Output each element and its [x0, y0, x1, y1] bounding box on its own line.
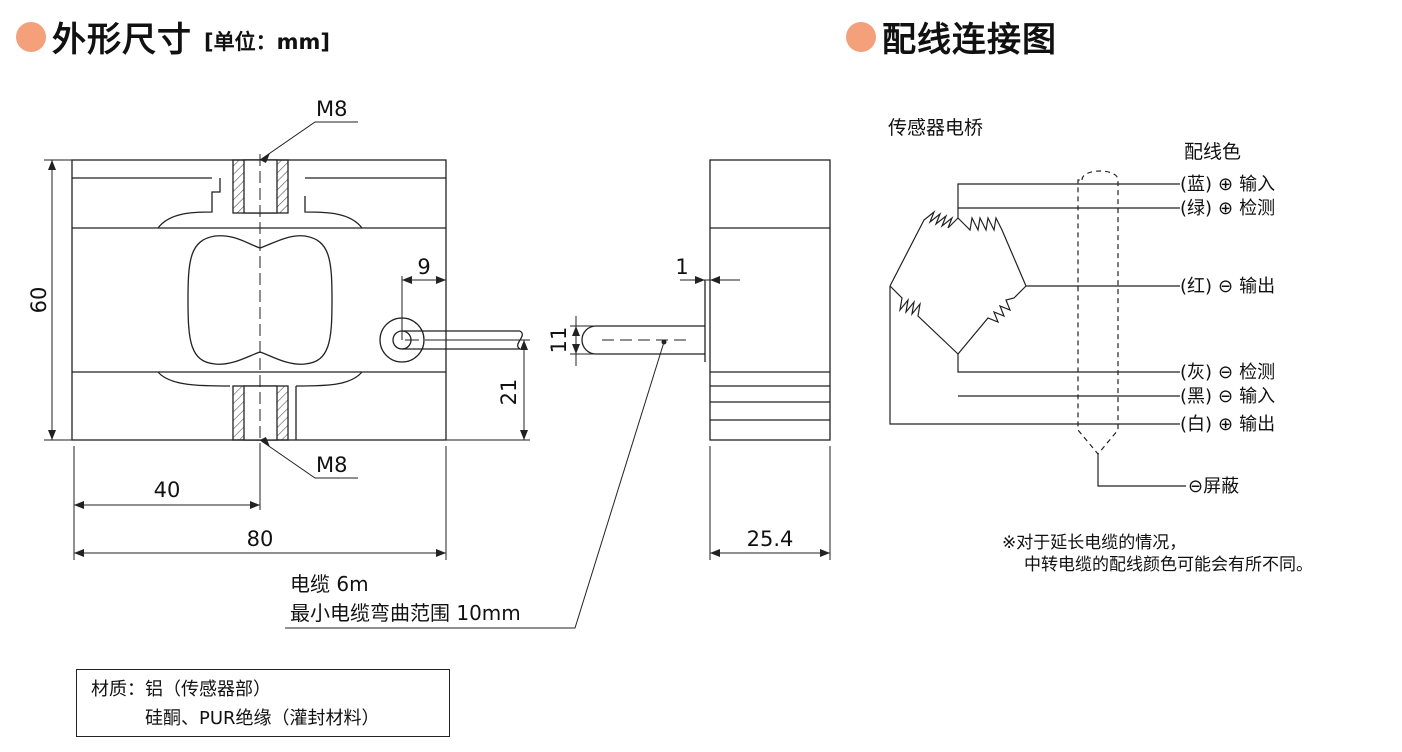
dim-center-label: 40	[154, 478, 181, 502]
bridge-label: 传感器电桥	[888, 117, 983, 139]
thread-bottom-label: M8	[316, 453, 347, 477]
bullet-dot-icon	[846, 21, 876, 52]
wire-label: (白)⊕输出	[1180, 414, 1275, 435]
wiring-note-line2: 中转电缆的配线颜色可能会有所不同。	[1024, 555, 1313, 575]
dim-height-label: 60	[27, 287, 51, 314]
dimensions-unit: [单位：mm]	[204, 29, 330, 54]
shield-label: ⊖屏蔽	[1188, 476, 1239, 497]
wire-label: (灰)⊖检测	[1180, 362, 1275, 383]
dim-side-offset-label: 1	[675, 255, 688, 279]
wiring-title: 配线连接图	[882, 20, 1057, 60]
side-view	[581, 159, 831, 441]
color-header: 配线色	[1184, 141, 1241, 163]
dim-cable-dia-label: 11	[547, 327, 571, 354]
wire-label: (绿)⊕检测	[1180, 198, 1275, 219]
dimensions-title: 外形尺寸	[52, 20, 192, 60]
dim-width-label: 80	[247, 527, 274, 551]
wire-label: (蓝)⊕输入	[1180, 174, 1275, 195]
cable-note-line1: 电缆 6m	[290, 572, 369, 596]
material-line1: 材质：铝（传感器部）	[91, 679, 271, 700]
wire-labels: (蓝)⊕输入 (绿)⊕检测 (红)⊖输出 (灰)⊖检测 (黑)⊖输入 (白)⊕输…	[1180, 174, 1275, 497]
bullet-dot-icon	[16, 21, 46, 52]
cable-note: 电缆 6m 最小电缆弯曲范围 10mm	[290, 570, 521, 628]
dim-cable-height-label: 21	[497, 379, 521, 406]
wire-label: (黑)⊖输入	[1180, 386, 1275, 407]
front-view	[71, 154, 523, 448]
material-box: 材质：铝（传感器部） 硅酮、PUR绝缘（灌封材料）	[76, 669, 450, 737]
dimensions-heading: 外形尺寸 [单位：mm]	[16, 12, 330, 61]
material-line2: 硅酮、PUR绝缘（灌封材料）	[145, 708, 380, 729]
dimension-lines	[44, 121, 831, 629]
wiring-heading: 配线连接图	[846, 12, 1057, 61]
wire-label: (红)⊖输出	[1180, 276, 1275, 297]
wiring-diagram	[889, 170, 1186, 487]
wiring-note: ※对于延长电缆的情况， 中转电缆的配线颜色可能会有所不同。	[1002, 532, 1313, 576]
dim-hole-offset-label: 9	[417, 255, 430, 279]
thread-top-label: M8	[316, 97, 347, 121]
wiring-note-line1: ※对于延长电缆的情况，	[1002, 533, 1187, 553]
dim-depth-label: 25.4	[747, 527, 794, 551]
cable-note-line2: 最小电缆弯曲范围 10mm	[290, 601, 521, 625]
